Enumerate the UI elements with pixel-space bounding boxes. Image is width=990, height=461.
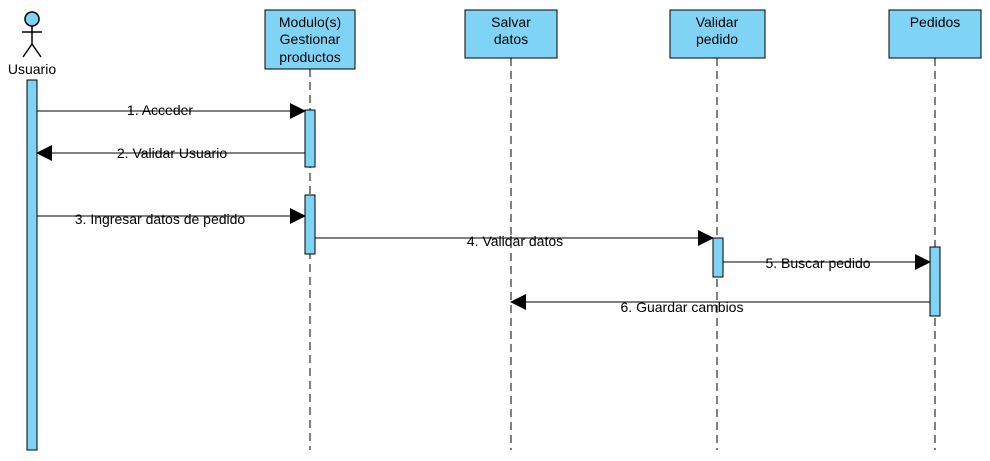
participant-label-line: Gestionar	[280, 31, 341, 47]
participant-validar-pedido[interactable]: Validar pedido	[669, 9, 766, 59]
participant-label-line: pedido	[696, 31, 738, 47]
participant-label-line: datos	[494, 31, 528, 47]
participant-label-line: Modulo(s)	[279, 14, 341, 30]
activation-bar-modulos	[304, 109, 316, 168]
participant-box	[264, 9, 356, 70]
stick-figure-icon	[22, 11, 42, 58]
participant-label-line: Validar	[696, 14, 739, 30]
message-label-2: 2. Validar Usuario	[117, 145, 227, 161]
participant-label-line: Pedidos	[910, 14, 961, 30]
actor-label: Usuario	[8, 61, 56, 77]
message-label-4: 4. Validar datos	[467, 233, 563, 249]
message-label-6: 6. Guardar cambios	[621, 299, 744, 315]
message-label-1: 1. Acceder	[127, 102, 193, 118]
participant-box	[669, 9, 766, 59]
participant-salvar-datos[interactable]: Salvar datos	[464, 9, 558, 59]
participant-label-line: productos	[279, 49, 340, 65]
actor-usuario[interactable]: Usuario	[8, 11, 56, 77]
participant-pedidos[interactable]: Pedidos	[888, 9, 982, 59]
participant-box	[888, 9, 982, 59]
message-label-5: 5. Buscar pedido	[765, 255, 870, 271]
participant-modulos[interactable]: Modulo(s) Gestionar productos	[264, 9, 356, 70]
activation-bar-validar-pedido	[712, 237, 724, 278]
activation-bar-usuario	[26, 79, 38, 451]
activation-bar-pedidos	[929, 246, 941, 317]
message-label-3: 3. Ingresar datos de pedido	[75, 211, 246, 227]
activation-bar-modulos	[304, 194, 316, 255]
participant-label-line: Salvar	[491, 14, 531, 30]
participant-box	[464, 9, 558, 59]
